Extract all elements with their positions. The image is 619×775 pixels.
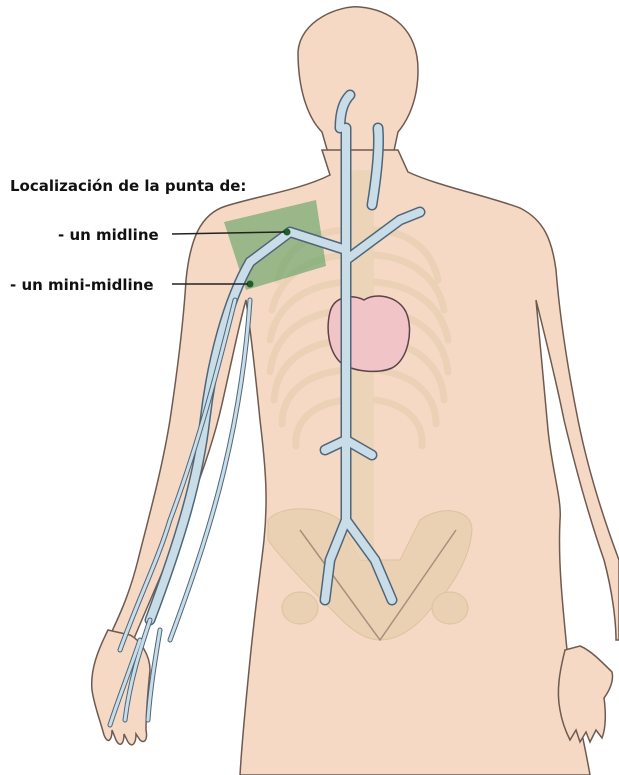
mini-midline-label: - un mini-midline [10,276,154,294]
midline-label: - un midline [58,226,159,244]
diagram-title: Localización de la punta de: [10,177,246,195]
heart [328,296,409,371]
